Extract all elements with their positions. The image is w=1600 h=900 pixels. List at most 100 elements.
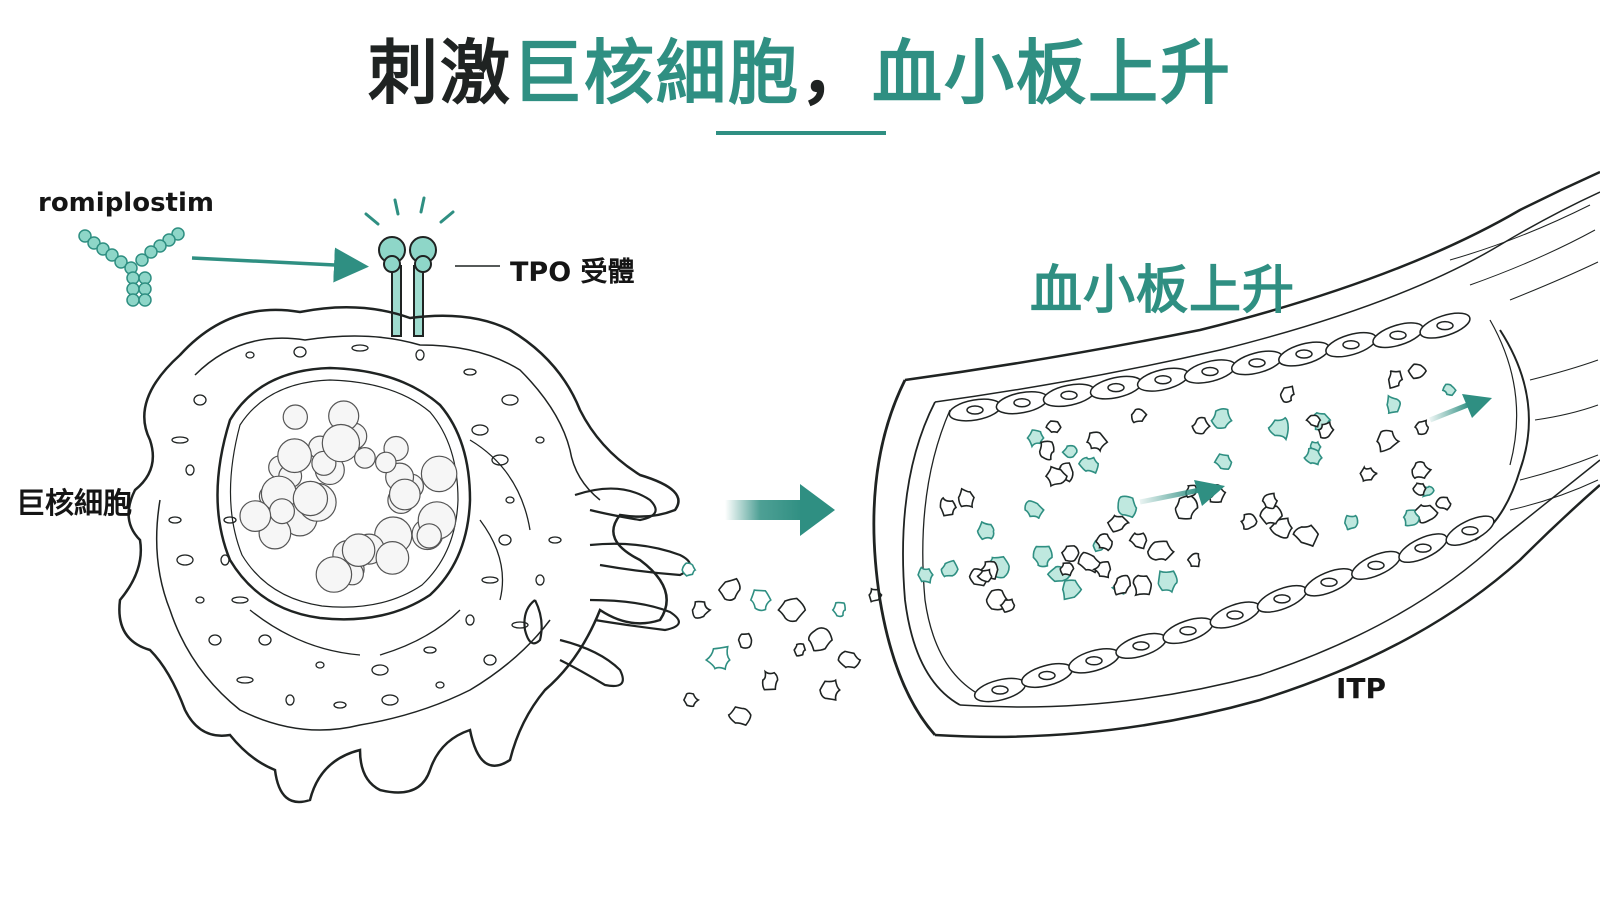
chromatin-lobe xyxy=(354,447,376,469)
endothelial-cell xyxy=(1351,550,1401,581)
platelet xyxy=(1191,416,1211,435)
platelet xyxy=(1061,579,1083,601)
platelet-rise-label: 血小板上升 xyxy=(1030,261,1296,321)
released-platelet xyxy=(807,627,834,652)
endothelial-cell xyxy=(1398,533,1448,564)
endothelial-nucleus xyxy=(1107,382,1125,393)
platelet xyxy=(939,496,958,517)
chromatin-lobe xyxy=(315,556,353,593)
organelle xyxy=(171,436,189,444)
endothelial-nucleus xyxy=(1389,330,1407,340)
endothelial-nucleus xyxy=(1414,543,1432,553)
endothelial-nucleus xyxy=(1273,594,1291,604)
released-platelet xyxy=(749,589,772,612)
endothelial-cell xyxy=(1256,584,1308,613)
organelle xyxy=(471,424,489,436)
platelet xyxy=(1095,533,1113,552)
chromatin-lobe xyxy=(282,404,308,430)
main-title: 刺激巨核細胞，血小板上升 xyxy=(0,28,1600,118)
released-platelet xyxy=(793,642,807,657)
organelle xyxy=(258,634,272,646)
platelet xyxy=(1407,363,1428,380)
released-platelet xyxy=(681,562,697,577)
endothelial-nucleus xyxy=(991,685,1009,695)
platelet xyxy=(1267,416,1290,442)
platelet xyxy=(1210,407,1233,429)
platelet xyxy=(1239,513,1258,531)
organelle xyxy=(511,621,529,629)
organelle xyxy=(208,634,222,646)
organelle xyxy=(501,394,519,406)
organelle xyxy=(168,516,182,524)
organelle xyxy=(195,596,205,604)
platelet xyxy=(957,487,975,509)
chromatin-lobe xyxy=(341,533,376,568)
endothelial-nucleus xyxy=(1320,577,1338,588)
organelle xyxy=(231,596,249,604)
endothelial-nucleus xyxy=(1060,390,1078,401)
chromatin-lobe xyxy=(420,455,458,493)
platelet xyxy=(1024,500,1045,520)
platelet xyxy=(1060,545,1080,563)
platelet xyxy=(1359,465,1378,483)
endothelial-cell xyxy=(1230,350,1284,376)
organelle xyxy=(435,681,445,689)
platelet xyxy=(1402,509,1421,527)
endothelial-nucleus xyxy=(1436,320,1454,331)
er-strand xyxy=(379,609,461,656)
released-platelet xyxy=(682,692,701,708)
organelle xyxy=(236,676,254,684)
endothelial-cell xyxy=(1325,331,1377,358)
organelle xyxy=(293,346,307,358)
platelet xyxy=(1038,440,1055,461)
vessel-platelets xyxy=(917,363,1457,613)
er-strand xyxy=(479,519,504,601)
chromatin-lobe xyxy=(321,423,361,463)
organelle xyxy=(423,646,437,654)
organelle xyxy=(381,694,399,706)
megakaryocyte-label: 巨核細胞 xyxy=(16,486,133,520)
released-platelet xyxy=(704,645,731,671)
organelle xyxy=(463,368,477,376)
endothelial-nucleus xyxy=(1295,349,1313,359)
endothelial-nucleus xyxy=(1342,339,1360,350)
endothelial-nucleus xyxy=(1154,374,1172,385)
platelet xyxy=(1435,496,1452,511)
tpo-receptor-label: TPO 受體 xyxy=(510,257,635,288)
platelet xyxy=(917,566,934,584)
platelet xyxy=(1077,551,1102,574)
released-platelet xyxy=(831,601,847,618)
title-part-stimulate: 刺激 xyxy=(368,32,512,114)
organelle xyxy=(505,496,515,504)
megakaryocyte-cell xyxy=(118,305,680,804)
platelet xyxy=(1213,453,1233,471)
chromatin-lobe xyxy=(374,451,397,474)
receptor-activation-rays xyxy=(364,196,455,226)
chromatin-lobe xyxy=(269,498,296,525)
platelet xyxy=(1045,420,1062,434)
endothelial-cell xyxy=(1021,662,1073,689)
organelle xyxy=(285,694,295,706)
organelle xyxy=(491,454,509,466)
chromatin-lobe xyxy=(239,500,272,532)
endothelial-nucleus xyxy=(1038,670,1056,681)
endothelial-cells xyxy=(948,312,1495,703)
organelle xyxy=(185,464,195,476)
platelet xyxy=(976,520,995,541)
blood-vessel xyxy=(872,170,1600,739)
endothelial-nucleus xyxy=(1248,358,1266,368)
endothelial-nucleus xyxy=(1461,525,1479,536)
endothelial-cell xyxy=(973,677,1027,703)
released-platelets xyxy=(681,562,883,727)
platelet xyxy=(1132,574,1152,597)
title-part-megakaryocyte: 巨核細胞 xyxy=(512,32,800,114)
chromatin-lobe xyxy=(277,438,313,474)
organelle xyxy=(371,664,389,676)
title-part-platelet-rise: 血小板上升 xyxy=(872,32,1232,114)
endothelial-cell xyxy=(1372,322,1424,349)
endothelial-cell xyxy=(1445,515,1495,546)
organelle xyxy=(481,576,499,584)
platelet xyxy=(1106,514,1131,533)
